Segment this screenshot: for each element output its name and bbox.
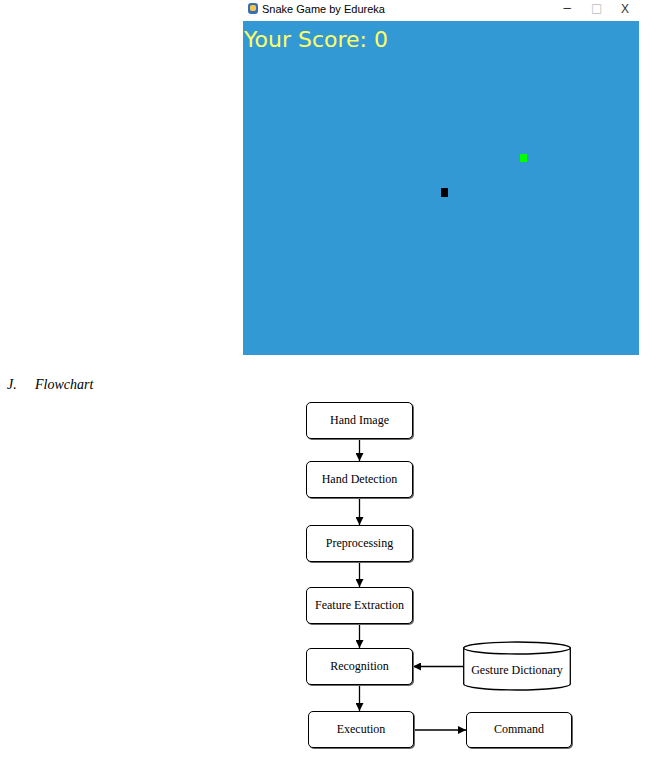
node-text: Execution xyxy=(334,723,389,737)
maximize-button: □ xyxy=(591,1,602,15)
section-heading: Flowchart xyxy=(35,377,93,393)
flow-arrow xyxy=(359,439,360,461)
node-text: Preprocessing xyxy=(323,537,396,551)
game-field xyxy=(243,21,639,355)
flow-arrow xyxy=(414,729,466,730)
node-text: Hand Detection xyxy=(319,473,401,487)
process-box: Feature Extraction xyxy=(306,587,413,624)
node-text: Gesture Dictionary xyxy=(468,664,566,678)
title-bar xyxy=(243,0,639,21)
node-text: Command xyxy=(491,723,547,737)
flow-arrow xyxy=(413,666,463,667)
close-button: X xyxy=(621,2,629,16)
node-text: Recognition xyxy=(327,660,392,674)
node-text: Hand Image xyxy=(327,414,392,428)
window-icon xyxy=(248,3,258,14)
flow-arrow xyxy=(359,624,360,648)
node-text: Feature Extraction xyxy=(312,599,407,613)
section-number: J. xyxy=(7,377,17,393)
flow-arrow xyxy=(359,498,360,525)
snake-head xyxy=(441,188,448,197)
flow-arrow xyxy=(359,685,360,711)
process-box: Hand Detection xyxy=(306,461,413,498)
process-box: Preprocessing xyxy=(306,525,413,562)
minimize-button: − xyxy=(562,1,572,15)
score-text: Your Score: 0 xyxy=(244,27,388,52)
process-box: Execution xyxy=(308,711,414,748)
window-title: Snake Game by Edureka xyxy=(262,3,385,15)
process-box: Command xyxy=(466,712,572,748)
food-square xyxy=(520,154,527,162)
process-box: Hand Image xyxy=(306,402,413,439)
process-box: Recognition xyxy=(306,648,413,685)
database-cylinder: Gesture Dictionary xyxy=(463,642,571,690)
flow-arrow xyxy=(359,562,360,587)
